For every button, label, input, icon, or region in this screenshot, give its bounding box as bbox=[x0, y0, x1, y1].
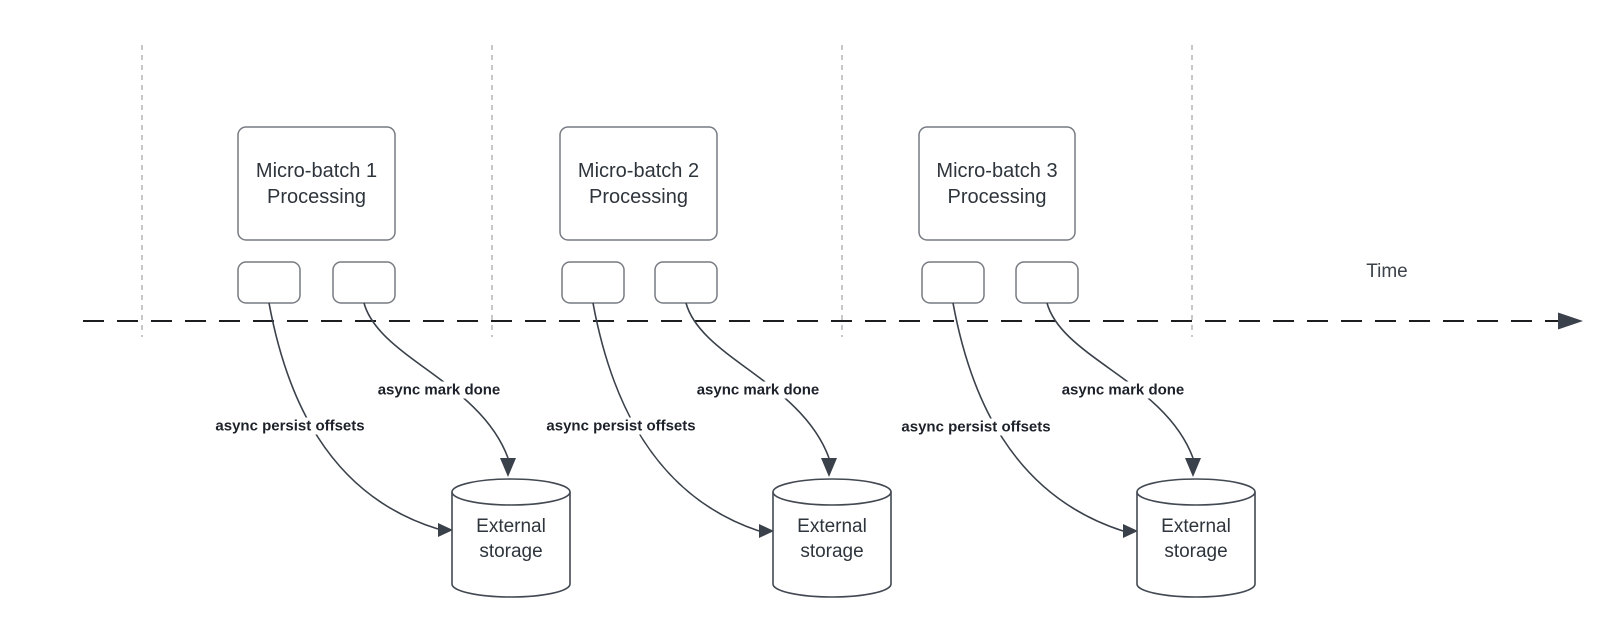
mark-done-arrow-2 bbox=[685, 302, 830, 459]
micro-batch-box-2 bbox=[559, 126, 718, 241]
persist-task-box-1 bbox=[237, 261, 301, 304]
storage-cylinder-body-3 bbox=[1136, 492, 1256, 598]
mark-done-arrow-1 bbox=[363, 302, 509, 459]
external-storage-label-3: External storage bbox=[1161, 516, 1231, 562]
mark-arrowhead-icon-2 bbox=[821, 458, 837, 477]
mark-done-label-3: async mark done bbox=[1058, 381, 1188, 399]
persist-offsets-label-1: async persist offsets bbox=[212, 417, 368, 435]
micro-batch-box-3 bbox=[918, 126, 1076, 241]
persist-arrowhead-icon-2 bbox=[759, 524, 774, 538]
micro-batch-title-2: Micro-batch 2 Processing bbox=[577, 159, 700, 208]
mark-task-box-3 bbox=[1015, 261, 1079, 304]
mark-done-arrow-3 bbox=[1046, 302, 1194, 459]
mark-done-label-2: async mark done bbox=[693, 381, 823, 399]
micro-batch-title-3: Micro-batch 3 Processing bbox=[936, 159, 1058, 208]
persist-offsets-arrow-3 bbox=[952, 302, 1124, 532]
mark-task-box-2 bbox=[654, 261, 718, 304]
time-label: Time bbox=[1366, 261, 1408, 282]
external-storage-label-1: External storage bbox=[476, 516, 546, 562]
micro-batch-box-1 bbox=[237, 126, 396, 241]
persist-arrowhead-icon-3 bbox=[1123, 524, 1138, 538]
storage-cylinder-body-1 bbox=[451, 492, 571, 598]
persist-offsets-label-3: async persist offsets bbox=[898, 418, 1054, 436]
storage-cylinder-body-2 bbox=[772, 492, 892, 598]
mark-task-box-1 bbox=[332, 261, 396, 304]
section-1-shapes bbox=[237, 126, 571, 598]
persist-offsets-label-2: async persist offsets bbox=[543, 417, 699, 435]
persist-task-box-3 bbox=[921, 261, 985, 304]
persist-arrowhead-icon-1 bbox=[438, 523, 453, 537]
storage-cylinder-top-2 bbox=[772, 478, 892, 506]
storage-cylinder-top-1 bbox=[451, 478, 571, 506]
timeline-arrowhead-icon bbox=[1558, 312, 1583, 330]
section-3-shapes bbox=[918, 126, 1256, 598]
persist-offsets-arrow-1 bbox=[268, 302, 439, 530]
external-storage-label-2: External storage bbox=[797, 516, 867, 562]
section-2-shapes bbox=[559, 126, 892, 598]
persist-task-box-2 bbox=[561, 261, 625, 304]
mark-done-label-1: async mark done bbox=[374, 381, 504, 399]
storage-cylinder-top-3 bbox=[1136, 478, 1256, 506]
persist-offsets-arrow-2 bbox=[592, 302, 760, 532]
mark-arrowhead-icon-1 bbox=[500, 458, 516, 477]
micro-batch-title-1: Micro-batch 1 Processing bbox=[255, 159, 378, 208]
mark-arrowhead-icon-3 bbox=[1185, 458, 1201, 477]
